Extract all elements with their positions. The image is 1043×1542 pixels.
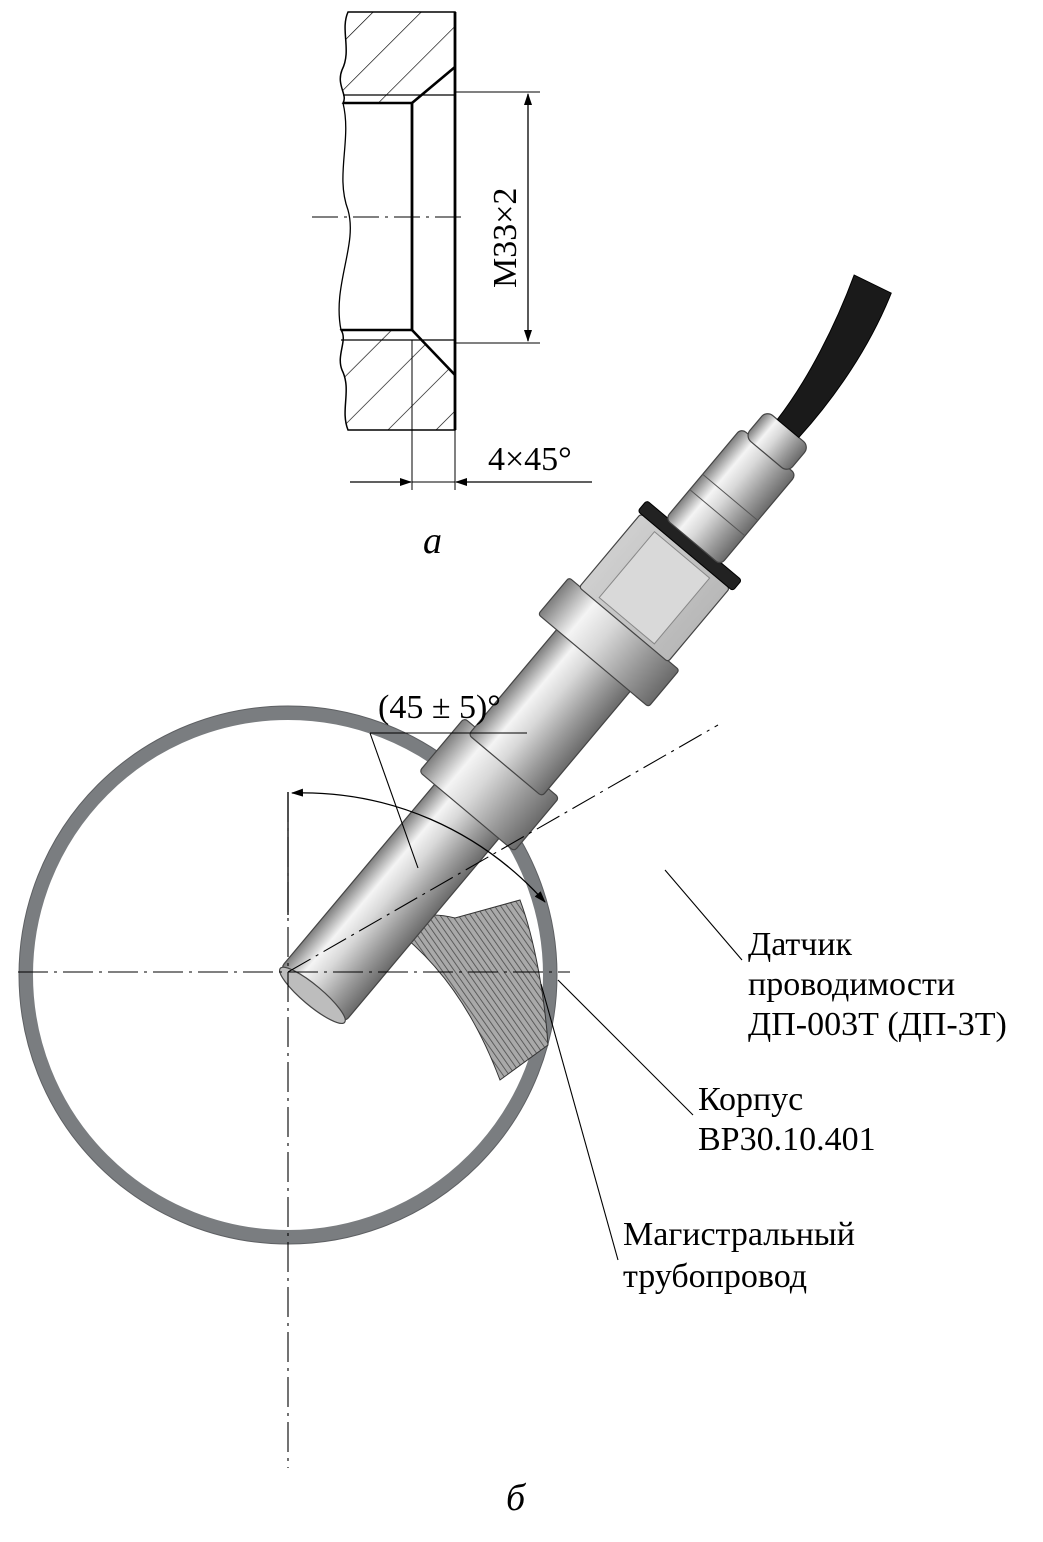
wall-section-lower	[339, 329, 456, 431]
sensor-label-line1: Датчик	[748, 926, 853, 963]
chamfer-dimension-label: 4×45°	[488, 441, 572, 478]
chamfer-top	[411, 66, 456, 104]
figure-b: (45 ± 5)° Датчик проводимости ДП-003Т (Д…	[18, 274, 1007, 1519]
caption-a: а	[423, 520, 442, 562]
caption-b: б	[506, 1477, 527, 1519]
body-label-line1: Корпус	[698, 1081, 803, 1118]
figure-a: М33×2 4×45° а	[312, 11, 592, 562]
body-leader-line	[557, 979, 694, 1116]
sensor-label-line2: проводимости	[748, 966, 955, 1003]
angle-arc	[291, 788, 546, 903]
pipe-label-line2: трубопровод	[623, 1258, 807, 1295]
body-label-line2: ВР30.10.401	[698, 1121, 876, 1158]
probe-tip-face	[279, 966, 346, 1025]
wall-section-upper	[339, 11, 456, 104]
hex-nut-face	[598, 531, 711, 645]
angle-label: (45 ± 5)°	[378, 689, 501, 726]
thread-dimension-label: М33×2	[487, 188, 524, 288]
angle-leader-line	[369, 732, 419, 869]
main-pipeline-ring	[19, 706, 557, 1244]
chamfer-bottom	[411, 329, 456, 376]
sensor-leader-line	[664, 869, 743, 961]
pipe-label-line1: Магистральный	[623, 1216, 855, 1253]
sensor-label-line3: ДП-003Т (ДП-3Т)	[748, 1006, 1007, 1043]
break-line	[338, 102, 351, 331]
sensor-cable	[776, 274, 892, 439]
pipe-leader-line	[540, 983, 619, 1261]
